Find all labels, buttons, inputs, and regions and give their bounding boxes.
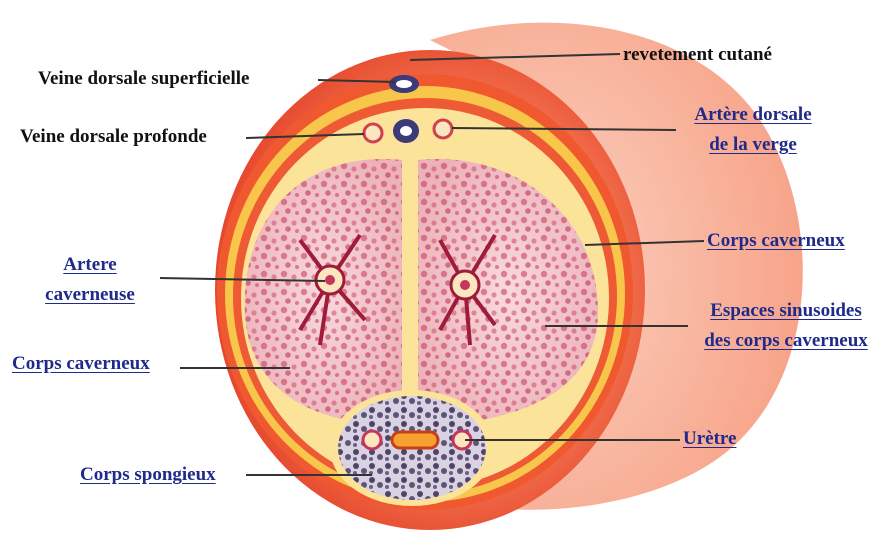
label-artere-caverneuse-line1: Artere bbox=[30, 254, 150, 276]
corps-spongieux bbox=[330, 390, 494, 506]
label-espaces-sinusoides-line2: des corps caverneux bbox=[686, 330, 886, 352]
label-veine-dorsale-profonde: Veine dorsale profonde bbox=[20, 126, 207, 148]
label-espaces-sinusoides-line1: Espaces sinusoides bbox=[686, 300, 886, 322]
label-corps-spongieux[interactable]: Corps spongieux bbox=[80, 464, 216, 486]
label-uretre[interactable]: Urètre bbox=[683, 428, 736, 450]
label-corps-caverneux-right[interactable]: Corps caverneux bbox=[707, 230, 845, 252]
label-veine-dorsale-superficielle: Veine dorsale superficielle bbox=[38, 68, 249, 90]
label-artere-dorsale-line2: de la verge bbox=[678, 134, 828, 156]
label-espaces-sinusoides[interactable]: Espaces sinusoides des corps caverneux bbox=[686, 300, 886, 352]
label-corps-caverneux-left[interactable]: Corps caverneux bbox=[12, 353, 150, 375]
uretre-lumen bbox=[392, 432, 438, 448]
label-artere-dorsale-line1: Artère dorsale bbox=[678, 104, 828, 126]
label-revetement-cutane: revetement cutané bbox=[623, 44, 772, 66]
veine-dorsale-profonde bbox=[393, 119, 419, 143]
label-artere-dorsale[interactable]: Artère dorsale de la verge bbox=[678, 104, 828, 156]
label-artere-caverneuse[interactable]: Artere caverneuse bbox=[30, 254, 150, 306]
artere-dorsale-right bbox=[434, 120, 452, 138]
label-artere-caverneuse-line2: caverneuse bbox=[30, 284, 150, 306]
artere-dorsale-left bbox=[364, 124, 382, 142]
septum bbox=[402, 158, 418, 428]
veine-dorsale-superficielle bbox=[389, 75, 419, 93]
